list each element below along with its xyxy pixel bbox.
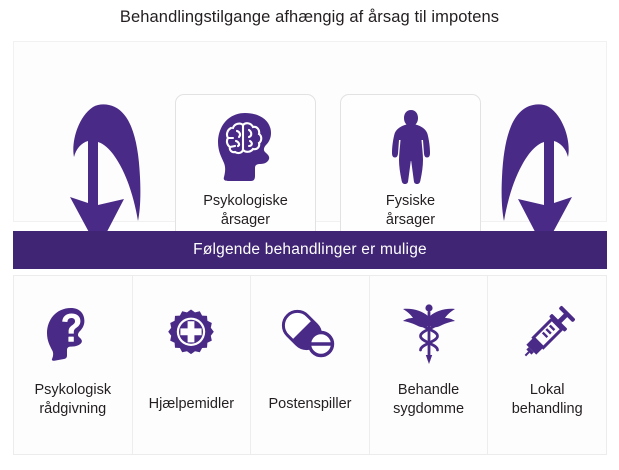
pills-icon	[281, 297, 339, 371]
treatments-banner: Følgende behandlinger er mulige	[13, 231, 607, 269]
treatments-banner-text: Følgende behandlinger er mulige	[193, 241, 427, 258]
treatment-label-local-treatment: Lokal behandling	[508, 381, 587, 419]
gear-medical-cross-icon	[165, 297, 217, 371]
curved-arrow-down-left	[56, 99, 142, 251]
treatment-item-aids[interactable]: Hjælpemidler	[131, 276, 251, 454]
caduceus-icon	[400, 297, 458, 371]
standing-person-icon	[389, 108, 433, 186]
treatment-label-3-line2: sygdomme	[393, 400, 465, 417]
treatment-item-psychological-counselling[interactable]: Psykologisk rådgivning	[14, 276, 132, 454]
treatment-item-treat-diseases[interactable]: Behandle sygdomme	[368, 276, 488, 454]
cause-label-physical-line2: årsager	[385, 211, 436, 228]
syringe-icon	[519, 297, 576, 371]
treatment-label-0-line2: rådgivning	[39, 400, 107, 417]
cause-label-physical-line1: Fysiske	[385, 193, 436, 209]
treatment-label-1-line1: Hjælpemidler	[148, 396, 235, 412]
treatment-item-local-treatment[interactable]: Lokal behandling	[487, 276, 606, 454]
treatment-label-0-line1: Psykologisk	[34, 382, 112, 398]
treatment-item-potency-pills[interactable]: Postenspiller	[250, 276, 369, 454]
treatment-label-aids: Hjælpemidler	[145, 395, 238, 414]
head-brain-icon	[215, 108, 277, 186]
treatment-label-potency-pills: Postenspiller	[264, 395, 355, 414]
treatment-label-2-line1: Postenspiller	[268, 396, 352, 412]
cause-card-psychological[interactable]: Psykologiske årsager	[175, 94, 316, 255]
treatment-label-3-line1: Behandle	[397, 382, 460, 398]
cause-label-psychological-line1: Psykologiske	[203, 193, 288, 209]
causes-panel: Psykologiske årsager Fysiske årsager	[13, 41, 607, 255]
cause-label-psychological-line2: årsager	[220, 211, 271, 228]
head-question-mark-icon	[45, 297, 101, 371]
treatment-label-4-line1: Lokal	[529, 382, 565, 398]
treatment-label-4-line2: behandling	[511, 400, 583, 417]
treatment-label-psychological-counselling: Psykologisk rådgivning	[31, 381, 116, 419]
treatment-label-treat-diseases: Behandle sygdomme	[389, 381, 468, 419]
cause-label-physical: Fysiske årsager	[380, 192, 441, 229]
cause-label-psychological: Psykologiske årsager	[197, 192, 294, 229]
treatments-panel: Psykologisk rådgivning Hjælpemidler	[13, 275, 607, 455]
cause-card-physical[interactable]: Fysiske årsager	[340, 94, 481, 255]
curved-arrow-down-right	[500, 99, 586, 251]
page-title: Behandlingstilgange afhængig af årsag ti…	[119, 8, 500, 26]
